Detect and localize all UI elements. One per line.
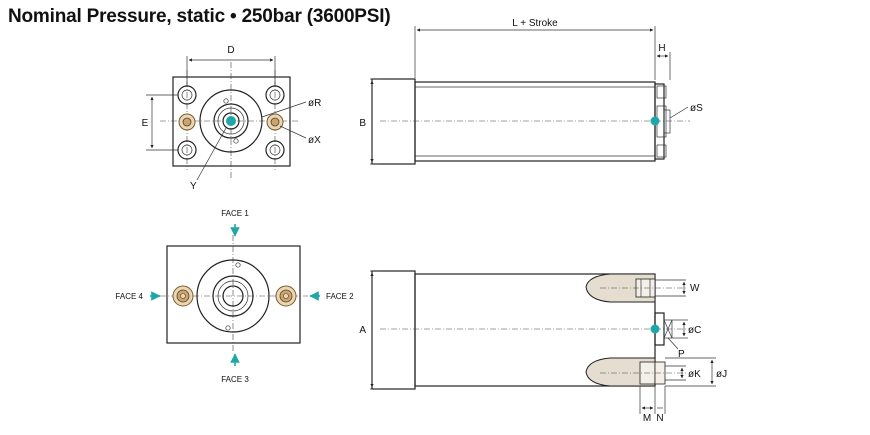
front-plate-outline xyxy=(172,76,291,167)
label-j: øJ xyxy=(716,369,727,380)
label-s: øS xyxy=(690,103,703,114)
label-d: D xyxy=(227,45,234,56)
front-view-bottom: FACE 1 FACE 3 FACE 4 FACE 2 xyxy=(115,209,354,384)
port-left xyxy=(178,113,196,131)
label-r: øR xyxy=(308,98,321,109)
side-body xyxy=(414,81,656,162)
label-face2: FACE 2 xyxy=(326,292,354,301)
label-h: H xyxy=(658,43,665,54)
side-head xyxy=(371,78,416,165)
page-title: Nominal Pressure, static • 250bar (3600P… xyxy=(8,6,391,27)
front-block-outline xyxy=(166,245,301,344)
label-face1: FACE 1 xyxy=(221,209,249,218)
lower-hatch xyxy=(585,357,656,387)
front-view-top: D E øR øX Y xyxy=(142,45,322,192)
label-p: P xyxy=(678,349,685,360)
side-view-bottom: W øK øJ M N øC P xyxy=(359,270,727,424)
label-c: øC xyxy=(688,325,701,336)
label-l: L + Stroke xyxy=(512,18,558,29)
rod-center-marker xyxy=(226,116,236,126)
label-w: W xyxy=(690,283,700,294)
port-right xyxy=(266,113,284,131)
section-head xyxy=(371,270,416,390)
label-k: øK xyxy=(688,369,701,380)
label-b: B xyxy=(359,118,366,129)
face2-port xyxy=(275,285,297,307)
corner-hole-br xyxy=(265,140,285,160)
flange-circle xyxy=(199,89,263,153)
face4-port xyxy=(172,285,194,307)
side-center-marker xyxy=(650,116,660,126)
label-e: E xyxy=(142,118,149,129)
label-x: øX xyxy=(308,135,321,146)
label-face3: FACE 3 xyxy=(221,375,249,384)
label-a: A xyxy=(359,325,366,336)
section-center-marker xyxy=(650,324,660,334)
label-m: M xyxy=(643,413,651,424)
label-n: N xyxy=(656,413,663,424)
side-view-top: L + Stroke H B øS xyxy=(359,18,703,165)
label-face4: FACE 4 xyxy=(115,292,143,301)
label-y: Y xyxy=(190,181,197,192)
